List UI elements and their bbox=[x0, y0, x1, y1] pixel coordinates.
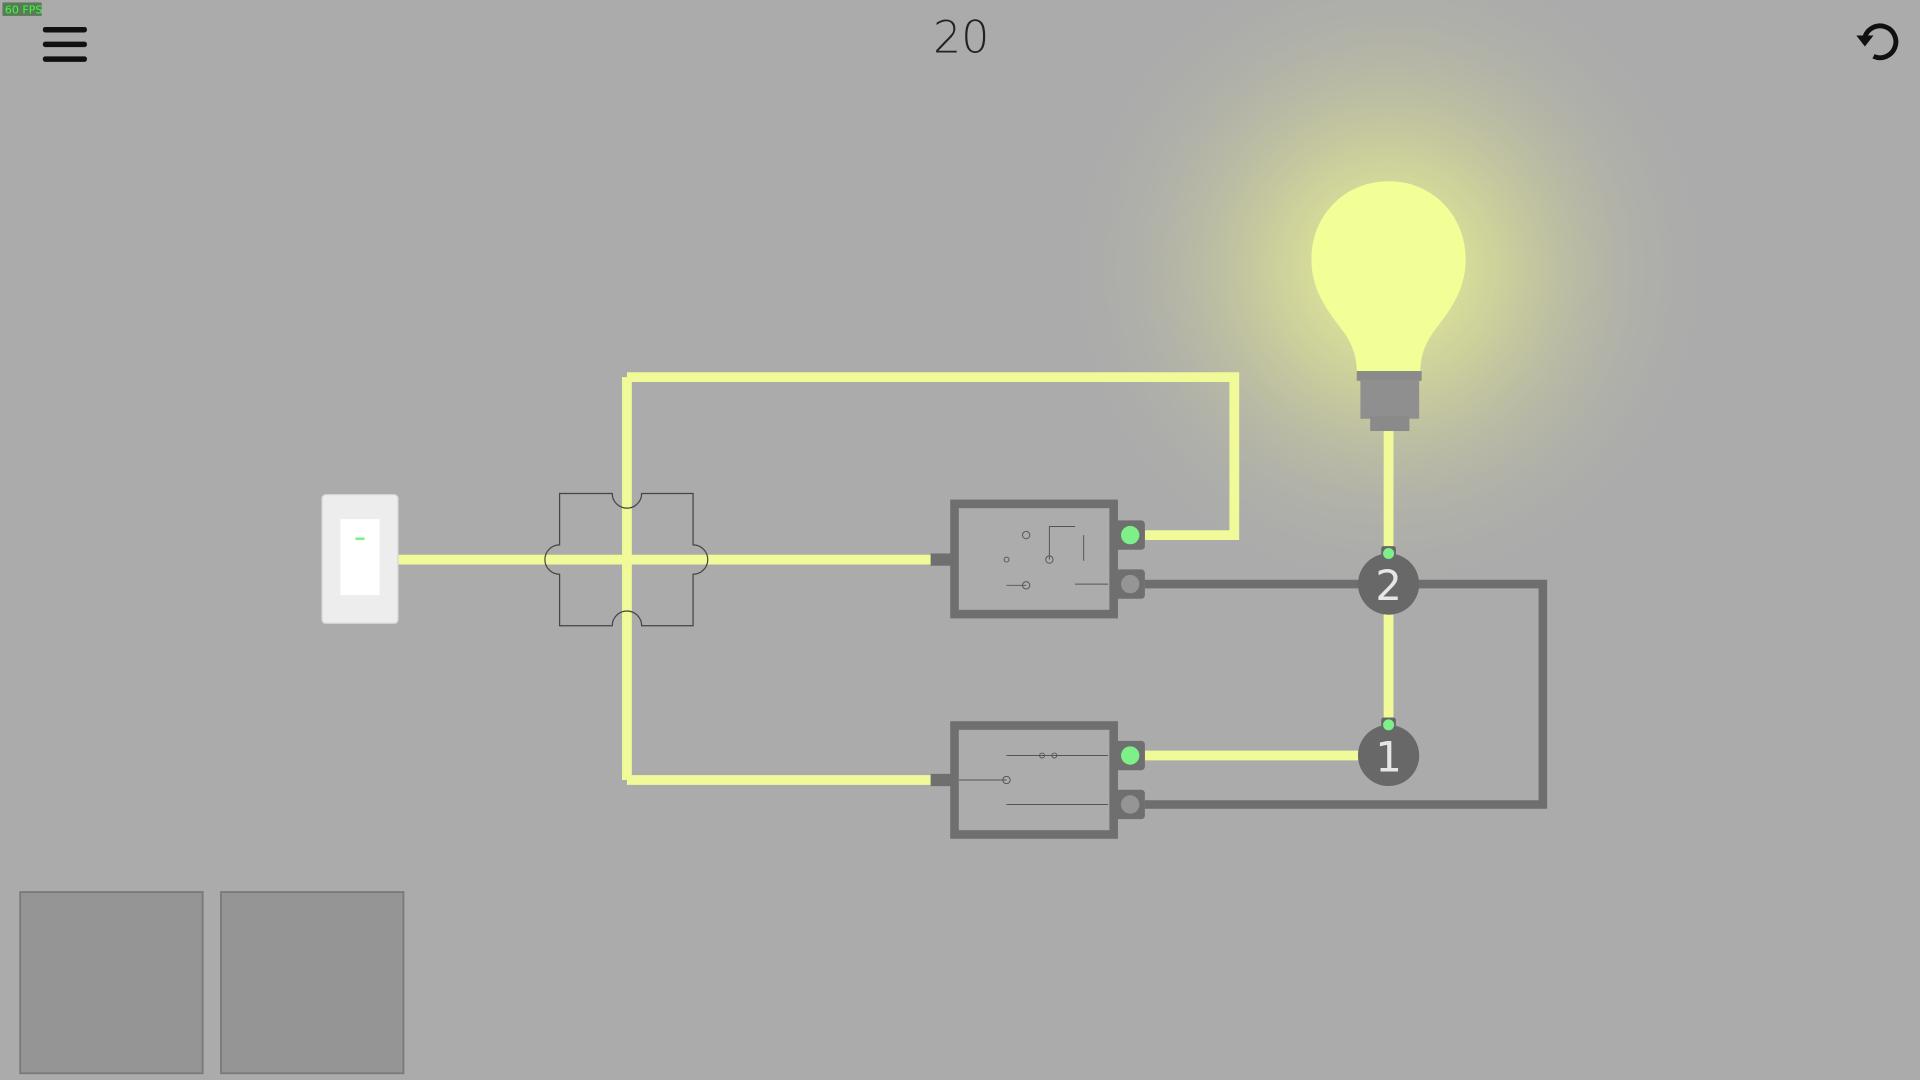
powered-wires bbox=[397, 372, 1394, 785]
relay2-output-off-indicator bbox=[1121, 795, 1140, 814]
hamburger-icon[interactable] bbox=[37, 22, 93, 66]
relay1-input bbox=[930, 553, 956, 566]
wire-relay1-output-loop bbox=[626, 372, 1240, 540]
fps-counter: 60 FPS bbox=[2, 2, 42, 16]
node-2-label: 2 bbox=[1375, 561, 1401, 610]
inventory-slot-1[interactable] bbox=[19, 891, 204, 1075]
switch-toggle[interactable] bbox=[340, 519, 380, 596]
switch-indicator bbox=[355, 537, 365, 540]
relay-component-2[interactable] bbox=[930, 721, 1145, 839]
relay2-schematic bbox=[958, 752, 1109, 805]
wire-node2-to-relay2 bbox=[1144, 579, 1548, 809]
power-switch[interactable] bbox=[321, 494, 399, 624]
relay1-output-off-indicator bbox=[1121, 574, 1140, 594]
relay2-input bbox=[930, 773, 956, 787]
node-1-label: 1 bbox=[1375, 732, 1401, 781]
restart-icon[interactable] bbox=[1851, 17, 1905, 66]
relay2-output-on-indicator bbox=[1121, 746, 1140, 765]
junction-node-1: 1 bbox=[1357, 717, 1420, 787]
light-bulb bbox=[1311, 181, 1466, 432]
relay1-output-on-indicator bbox=[1121, 525, 1140, 545]
relay-component-1[interactable] bbox=[930, 499, 1145, 619]
level-number: 20 bbox=[933, 13, 989, 64]
inventory-slot-2[interactable] bbox=[220, 891, 405, 1075]
relay1-schematic bbox=[1003, 526, 1109, 590]
unpowered-wires bbox=[1144, 579, 1548, 809]
junction-node-2: 2 bbox=[1357, 546, 1420, 615]
puzzle-crossover-piece[interactable] bbox=[544, 492, 709, 627]
fps-text: 60 FPS bbox=[5, 3, 43, 16]
